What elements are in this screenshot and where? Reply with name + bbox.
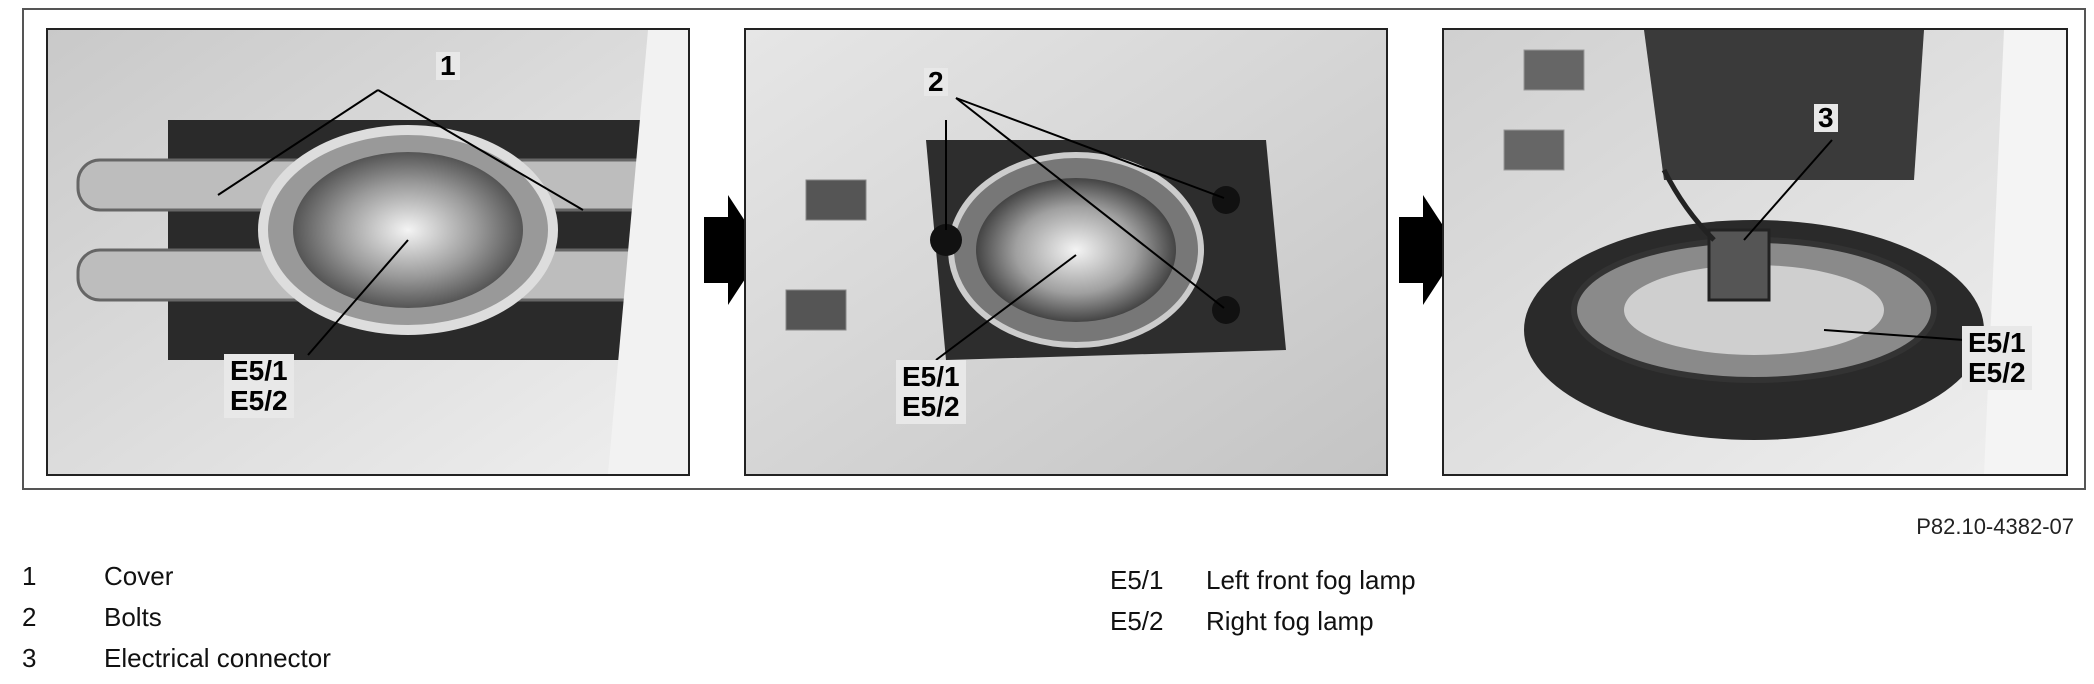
legend-text: Right fog lamp [1206,606,1374,636]
arrow-right-icon [1399,195,1459,305]
legend-key: 1 [22,561,37,591]
callout-e5-1: E5/1 [1968,327,2026,358]
callout-e5-1: E5/1 [230,355,288,386]
legend-text: Electrical connector [104,643,331,673]
legend-key: 3 [22,643,37,673]
lamp-callout: E5/1 E5/2 [1962,326,2032,390]
lamp-callout: E5/1 E5/2 [896,360,966,424]
legend-numbers: 1 Cover 2 Bolts 3 Electrical connector [22,556,331,679]
callout-number: 2 [924,68,948,96]
callout-e5-2: E5/2 [230,385,288,416]
legend-key: E5/1 [1110,565,1164,595]
photo-panel-bolts: 2 E5/1 E5/2 [744,28,1388,476]
arrow-right-icon [704,195,764,305]
legend-components: E5/1 Left front fog lamp E5/2 Right fog … [1110,560,1416,642]
legend-text: Bolts [104,602,162,632]
figure-code: P82.10-4382-07 [1916,514,2074,539]
legend-item: 2 Bolts [22,597,331,638]
fog-lamp-connector-photo [1444,30,2066,474]
legend-item: 1 Cover [22,556,331,597]
photo-panel-cover: 1 E5/1 E5/2 [46,28,690,476]
legend-item: E5/1 Left front fog lamp [1110,560,1416,601]
fog-lamp-cover-photo [48,30,688,474]
figure-frame: 1 E5/1 E5/2 [22,8,2086,490]
lamp-callout: E5/1 E5/2 [224,354,294,418]
callout-e5-1: E5/1 [902,361,960,392]
legend-item: E5/2 Right fog lamp [1110,601,1416,642]
fog-lamp-bolts-photo [746,30,1386,474]
photo-panel-connector: 3 E5/1 E5/2 [1442,28,2068,476]
legend-key: 2 [22,602,37,632]
callout-e5-2: E5/2 [902,391,960,422]
legend-text: Left front fog lamp [1206,565,1416,595]
callout-number: 3 [1814,104,1838,132]
callout-number: 1 [436,52,460,80]
legend-key: E5/2 [1110,606,1164,636]
legend-text: Cover [104,561,174,591]
legend-item: 3 Electrical connector [22,638,331,679]
callout-e5-2: E5/2 [1968,357,2026,388]
